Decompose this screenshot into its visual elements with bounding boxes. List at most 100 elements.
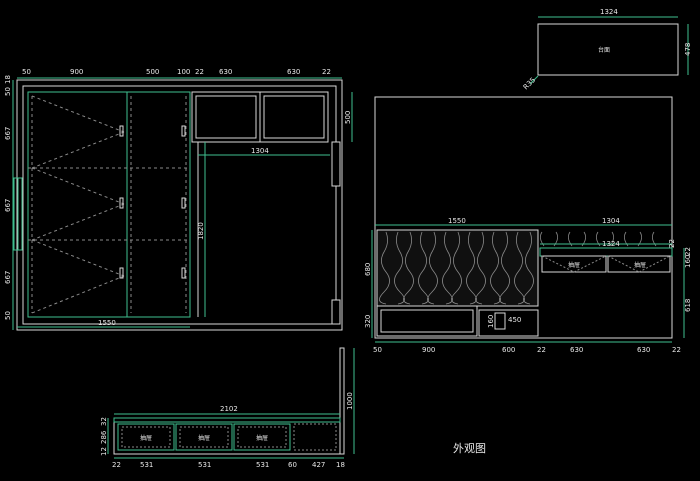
plan-bottom-width: 1550 [98,319,116,327]
elevation-left-dim: 320 [364,315,372,328]
elevation-right-width: 1304 [602,217,620,225]
elevation-drawer-label-left: 抽屉 [568,261,580,269]
elevation-wall [374,96,673,339]
elevation-drawer-width: 1324 [602,240,620,248]
plan-top-dim: 22 [322,68,331,76]
section-height: 1000 [346,392,354,410]
plan-height: 1820 [197,222,205,240]
plan-left-dim: 18 [4,75,12,84]
plan-top-dim: 630 [219,68,232,76]
elevation-bottom-dims: 50 900 600 22 630 630 22 [373,346,681,354]
plan-top-dim: 630 [287,68,300,76]
plan-top-dim: 500 [146,68,159,76]
section-drawer-dashes [121,426,287,448]
elevation-bottom-dim: 50 [373,346,382,354]
section-drawer-label-3: 抽屉 [256,434,268,442]
plan-top-cabinet-inner-right [263,95,325,139]
plan-handle [181,125,186,137]
section-left-dim: 12 [100,447,108,456]
elevation-low-shelf-box [494,312,506,330]
elevation-bottom-dim: 22 [672,346,681,354]
counter-tag-leader [529,75,539,85]
section-drawer-1 [117,423,175,451]
section-drawer-3 [233,423,291,451]
elevation-low-shelf [478,309,539,337]
counter-top-label: 台面 [598,46,610,54]
plan-wardrobe [27,91,191,318]
section-bottom-dim: 531 [140,461,153,469]
plan-handle [119,197,124,209]
plan-inner-wall [22,85,337,325]
plan-left-dim: 50 [4,311,12,320]
section-bottom-dims: 22 531 531 531 60 427 18 [112,461,345,469]
counter-top-width: 1324 [600,8,618,16]
plan-handle [119,267,124,279]
elevation-right-dim: 618 [684,299,692,312]
section-bottom-dim: 531 [198,461,211,469]
section-open-bay [293,423,337,451]
plan-shelves [28,95,190,314]
section-bottom-dim: 60 [288,461,297,469]
elevation-inner-dim: 160 [487,315,495,328]
elevation-left-dim: 680 [364,263,372,276]
elevation-left-width: 1550 [448,217,466,225]
plan-top-dim: 22 [195,68,204,76]
section-left-dim: 32 [100,417,108,426]
plan-handle [119,125,124,137]
plan-left-dim: 667 [4,127,12,140]
elevation-side-dim: 160 [684,255,692,268]
counter-top-rect [537,23,679,76]
section-bottom-dim: 22 [112,461,121,469]
counter-top-depth: 478 [684,43,692,56]
wood-grain [379,231,657,305]
elevation-bottom-dim: 630 [570,346,583,354]
elevation-wood-panel [376,229,539,307]
elevation-view [371,96,685,343]
section-post [339,347,345,455]
elevation-side-dim: 22 [684,247,692,256]
section-drawer-2 [175,423,233,451]
elevation-side-dim: 22 [668,239,676,248]
section-drawer-label-2: 抽屉 [198,434,210,442]
plan-outer-wall [16,79,343,331]
section-bottom-dim: 18 [336,461,345,469]
plan-handle [181,267,186,279]
plan-top-dim: 900 [70,68,83,76]
elevation-drawer-label-right: 抽屉 [634,261,646,269]
section-view [107,347,355,459]
elevation-base-cabinet [376,305,478,337]
elevation-desk-top [539,247,673,257]
section-bottom-dim: 531 [256,461,269,469]
plan-handle [181,197,186,209]
plan-left-dim: 667 [4,199,12,212]
plan-top-cabinet-inner-left [195,95,257,139]
plan-wall-gap [331,299,341,325]
plan-inner-width: 1304 [251,147,269,155]
elevation-bottom-dim: 630 [637,346,650,354]
drawer-dashes [541,255,671,273]
plan-depth: 500 [344,111,352,124]
section-left-dim: 286 [100,430,108,444]
plan-top-dims: 50 900 500 100 22 630 630 22 [22,68,331,76]
plan-left-dim: 667 [4,271,12,284]
plan-wall-gap [331,141,341,187]
elevation-bottom-dim: 900 [422,346,435,354]
plan-top-dim: 50 [22,68,31,76]
elevation-bottom-dim: 600 [502,346,515,354]
section-drawer-label-1: 抽屉 [140,434,152,442]
plan-left-dims: 50 18 667 667 667 50 [4,75,12,320]
drawing-title: 外观图 [453,442,486,455]
section-width: 2102 [220,405,238,413]
counter-top-tag: R35 [522,76,537,91]
elevation-bottom-dim: 22 [537,346,546,354]
section-top-board [113,417,341,423]
section-bottom-dim: 427 [312,461,325,469]
plan-left-dim: 50 [4,87,12,96]
plan-top-dim: 100 [177,68,190,76]
plan-view [12,77,353,331]
counter-top-view [529,16,689,85]
elevation-inner-dim: 450 [508,316,521,324]
elevation-base-cabinet-inner [380,309,474,333]
